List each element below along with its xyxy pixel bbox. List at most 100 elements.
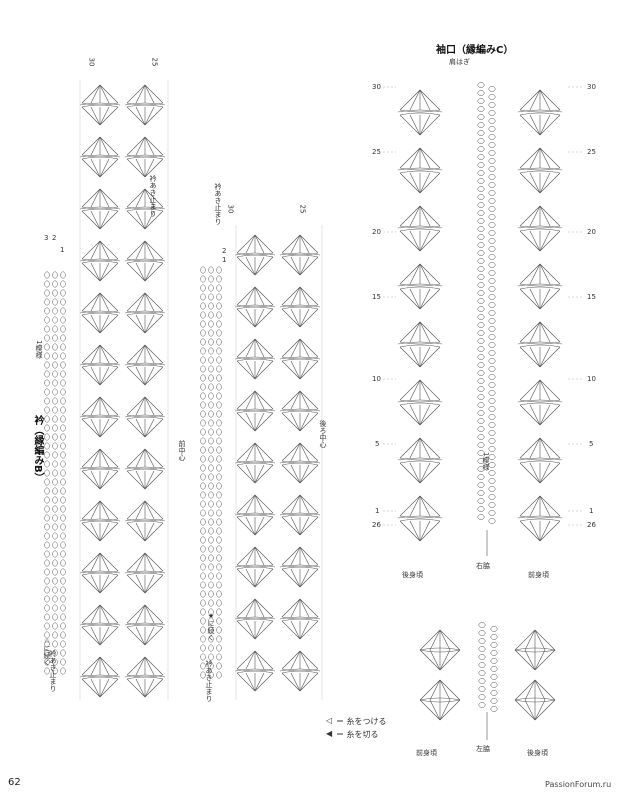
shell-motif [144,262,155,282]
chain-stitch [208,509,214,517]
shell-motif [419,205,431,227]
chain-stitch [488,166,496,172]
chain-stitch [44,379,50,387]
legend-attach: ＝ 糸をつける [336,717,387,726]
chain-stitch [52,271,58,279]
chain-stitch [52,370,58,378]
shell-motif [126,366,146,386]
chain-stitch [44,388,50,396]
shell-motif [126,678,146,698]
chain-loop [79,570,121,574]
chain-stitch [200,365,206,373]
shell-motif [81,626,101,646]
chain-stitch [208,554,214,562]
shell-motif-arc [126,468,164,472]
chain-stitch [216,536,222,544]
shell-motif-arc [399,283,441,287]
shell-motif [534,629,556,651]
shell-motif [81,240,101,260]
chain-stitch [216,500,222,508]
chain-loop [124,310,166,314]
chain-stitch [44,370,50,378]
shell-motif [514,629,536,651]
chain-stitch [208,545,214,553]
chain-stitch [200,473,206,481]
chain-stitch [477,82,485,88]
chain-stitch [52,586,58,594]
chain-loop [234,252,276,256]
shell-motif [409,114,421,136]
chain-stitch [216,626,222,634]
shell-motif [99,678,110,698]
shell-motif [236,494,256,514]
shell-motif [281,234,301,254]
shell-motif-arc [519,283,561,287]
chain-stitch [52,424,58,432]
chain-stitch [52,658,58,666]
shell-motif [144,678,164,698]
chain-stitch [216,590,222,598]
chain-stitch [216,581,222,589]
chain-stitch [488,222,496,228]
chain-loop [517,515,563,519]
chain-stitch [44,523,50,531]
shell-motif [281,338,301,358]
shell-motif [99,656,110,676]
chain-loop [517,167,563,171]
shell-motif [99,552,119,572]
chain-stitch [60,352,66,360]
shell-motif [281,390,301,410]
chain-stitch [44,451,50,459]
chain-stitch [216,311,222,319]
chain-stitch [488,126,496,132]
shell-motif [99,188,110,208]
chain-stitch [216,518,222,526]
shell-motif [135,500,146,520]
shell-motif [99,158,119,178]
shell-motif [409,89,421,111]
chain-stitch [60,631,66,639]
collar-back-center: 後ろ中心 [319,420,327,448]
chain-stitch [200,455,206,463]
chain-stitch [44,478,50,486]
shell-motif [99,210,110,230]
shell-motif [144,366,164,386]
chain-stitch [200,536,206,544]
cuff-row-15-l: 15 [372,293,381,301]
shell-motif [126,626,146,646]
chain-stitch [208,437,214,445]
chain-stitch [216,437,222,445]
chain-loop [279,408,321,412]
chain-stitch [208,644,214,652]
shell-motif [299,598,310,618]
chain-stitch [488,414,496,420]
shell-motif [126,188,146,208]
collar-opening-end-top-left: 衿あき止まり [149,175,157,217]
chain-stitch [52,388,58,396]
chain-stitch [60,595,66,603]
shell-motif [254,360,274,380]
chain-loop [279,304,321,308]
shell-motif [254,360,265,380]
shell-motif [135,604,146,624]
shell-motif [99,604,119,624]
shell-motif-arc [236,566,274,570]
chain-stitch [216,527,222,535]
chain-stitch [60,424,66,432]
chain-stitch [200,545,206,553]
shell-motif [99,210,119,230]
chain-stitch [200,599,206,607]
chain-stitch [477,290,485,296]
chain-stitch [52,406,58,414]
shell-motif [299,338,310,358]
shell-motif [144,552,155,572]
chain-stitch [208,491,214,499]
chain-stitch [200,653,206,661]
chain-stitch [488,382,496,388]
chain-stitch [216,356,222,364]
shell-motif [99,84,119,104]
shell-motif [299,598,319,618]
shell-motif [534,679,546,701]
chain-stitch [208,347,214,355]
chain-stitch [490,698,498,704]
